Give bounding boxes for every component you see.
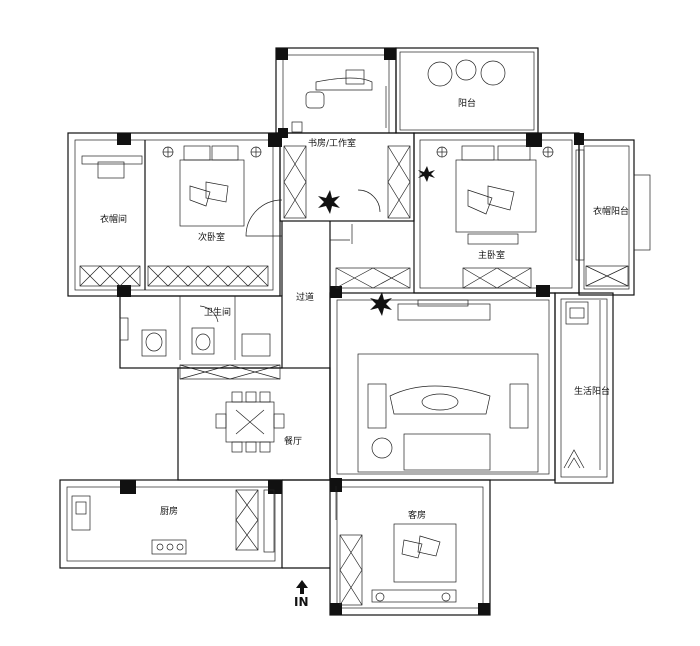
kitchen-fixtures [71,489,275,555]
label-bathroom: 卫生间 [204,306,231,318]
living-furniture [357,299,539,473]
room-labels: 书房/工作室 阳台 次卧室 衣帽间 主卧室 衣帽阳台 卫生间 过道 餐厅 生活阳… [100,97,629,521]
bathroom-fixtures [119,305,271,357]
dressing-left-furniture [81,155,143,179]
label-corridor: 过道 [296,291,314,303]
bed-master [436,145,554,245]
bed-guest [371,523,457,603]
entrance-label: IN [294,595,309,609]
balcony-plants [427,59,506,87]
entrance-arrow-icon [296,580,308,594]
label-bedroom-left: 次卧室 [198,231,225,243]
label-master-bedroom: 主卧室 [478,249,505,261]
balcony-fixtures [563,300,601,470]
label-kitchen: 厨房 [160,505,178,517]
label-living-balcony: 生活阳台 [574,385,610,397]
wardrobes [79,145,629,606]
doors [245,189,415,520]
label-balcony-top: 阳台 [458,97,476,109]
study-furniture [291,69,387,133]
label-dressing-right: 衣帽阳台 [593,205,629,217]
plants [318,166,435,316]
label-dining: 餐厅 [284,435,302,447]
label-dressing-left: 衣帽间 [100,213,127,225]
label-guest-room: 客房 [408,509,426,521]
bed-left [162,145,262,227]
entrance-marker: IN [294,580,309,609]
dining-table [215,391,285,453]
walls [59,47,651,616]
label-study: 书房/工作室 [308,137,356,149]
columns [117,48,584,615]
